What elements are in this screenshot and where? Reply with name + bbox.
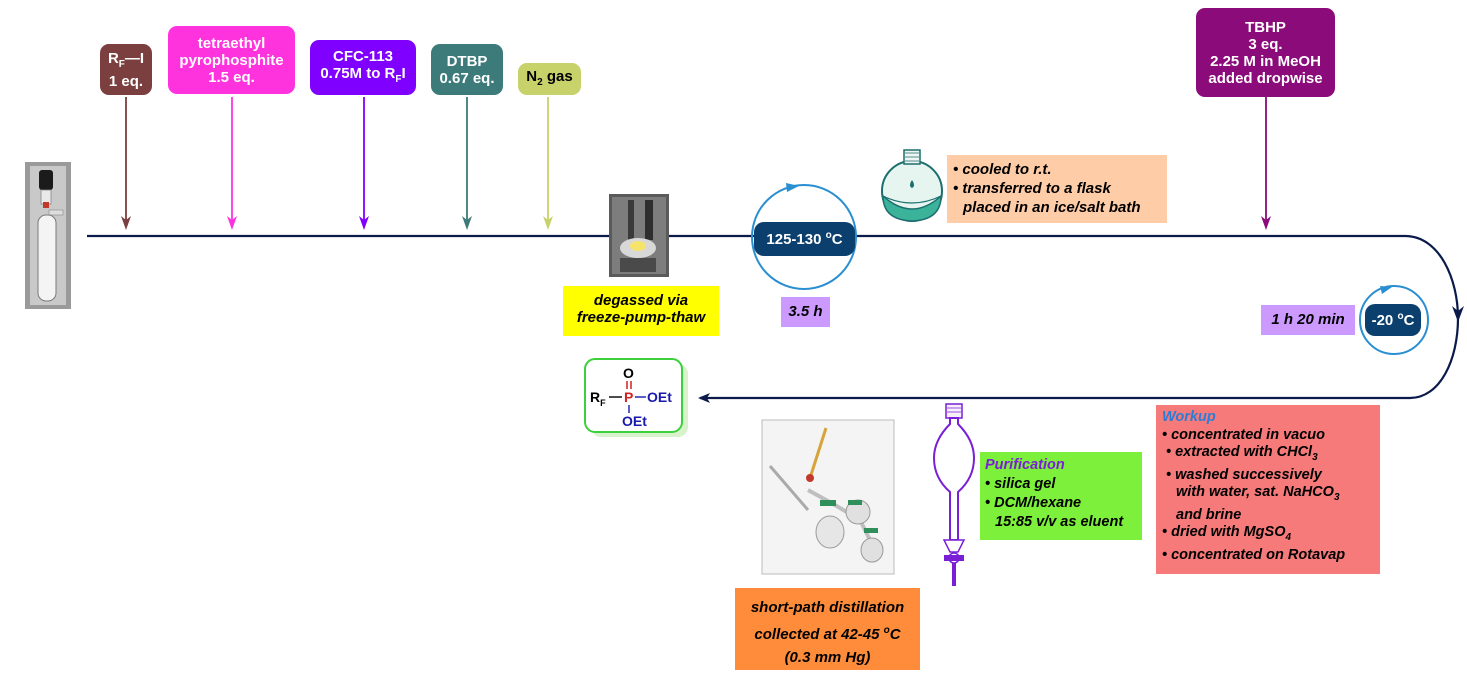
n2-line1: N2 gas: [526, 67, 573, 88]
degas-line1: degassed via: [593, 292, 689, 309]
tbhp-line3: 2.25 M in MeOH: [1210, 52, 1321, 70]
purification-title: Purification: [985, 457, 1065, 473]
heating-circle: [751, 184, 857, 290]
workup-item-4: with water, sat. NaHCO3: [1176, 484, 1340, 504]
cold-circle-arrowhead: [1380, 286, 1392, 294]
heating-temp-label: 125-130 oC: [766, 230, 843, 248]
heating-cycle: [751, 183, 857, 290]
purification-box: Purification • silica gel • DCM/hexane 1…: [980, 452, 1142, 540]
cfc-line2: 0.75M to RFI: [320, 64, 406, 85]
reagent-tbhp-box: TBHP 3 eq. 2.25 M in MeOH added dropwise: [1196, 8, 1335, 97]
reagent-dtbp-box: DTBP 0.67 eq.: [431, 44, 503, 95]
ice-bath-flask-icon: [881, 149, 943, 222]
heating-circle-arrowhead: [786, 183, 799, 192]
workup-item-1: • concentrated in vacuo: [1162, 426, 1326, 443]
cold-time-badge: 1 h 20 min: [1261, 305, 1355, 335]
rfi-line2: 1 eq.: [108, 72, 144, 90]
reagent-tepp-box: tetraethyl pyrophosphite 1.5 eq.: [168, 26, 295, 94]
cold-circle: [1359, 285, 1429, 355]
heating-temp-box: 125-130 oC: [754, 222, 855, 256]
cfc-line1: CFC-113: [332, 47, 394, 65]
degas-line2: freeze-pump-thaw: [576, 309, 706, 326]
reagent-n2-box: N2 gas: [518, 63, 581, 95]
cool-line3: placed in an ice/salt bath: [963, 199, 1141, 216]
reaction-tube-photo: [25, 162, 71, 309]
distillation-line1: short-path distillation: [750, 599, 905, 616]
distillation-apparatus-photo: [761, 419, 895, 575]
cool-line2: • transferred to a flask: [953, 180, 1111, 197]
dtbp-line2: 0.67 eq.: [439, 69, 495, 87]
tepp-line2: pyrophosphite: [179, 51, 284, 69]
tbhp-line4: added dropwise: [1208, 69, 1323, 87]
freeze-pump-thaw-photo: [609, 194, 669, 277]
chromatography-column-icon: [932, 403, 976, 586]
workup-item-6: • dried with MgSO4: [1162, 524, 1292, 544]
workup-item-7: • concentrated on Rotavap: [1162, 546, 1346, 563]
curve-arrowhead: [1452, 306, 1464, 322]
distillation-box: short-path distillation collected at 42-…: [735, 588, 920, 670]
tepp-line1: tetraethyl: [197, 34, 266, 52]
product-oet-right: OEt: [647, 389, 672, 405]
reagent-arrows: [121, 97, 1271, 230]
degas-note: degassed via freeze-pump-thaw: [563, 286, 719, 336]
cool-line1: • cooled to r.t.: [953, 161, 1052, 178]
reagent-cfc-box: CFC-113 0.75M to RFI: [310, 40, 416, 95]
workup-item-2: • extracted with CHCl3: [1166, 444, 1318, 464]
cold-cycle: [1359, 285, 1429, 355]
product-phosphorus: P: [624, 389, 633, 405]
purification-item-2: • DCM/hexane: [985, 495, 1082, 511]
reagent-rfi-box: RF—I 1 eq.: [100, 44, 152, 95]
purification-item-1: • silica gel: [985, 476, 1056, 492]
purification-item-3: 15:85 v/v as eluent: [995, 514, 1124, 530]
cold-temp-label: -20 oC: [1371, 311, 1415, 329]
workup-item-5: and brine: [1176, 506, 1242, 523]
heating-time-badge: 3.5 h: [781, 297, 830, 327]
heating-time: 3.5 h: [788, 303, 823, 320]
product-rf: RF: [590, 389, 606, 408]
tepp-line3: 1.5 eq.: [208, 68, 255, 86]
product-oet-bottom: OEt: [622, 413, 647, 429]
workup-item-3: • washed successively: [1166, 466, 1322, 483]
tbhp-line1: TBHP: [1245, 18, 1286, 36]
rfi-line1: RF—I: [107, 49, 145, 70]
distillation-line2: collected at 42-45 oC: [754, 625, 901, 643]
cool-note: • cooled to r.t. • transferred to a flas…: [947, 155, 1167, 223]
workup-title: Workup: [1162, 409, 1216, 425]
dtbp-line1: DTBP: [446, 52, 488, 70]
product-oxygen: O: [623, 365, 634, 381]
product-structure: O RF P OEt OEt: [584, 358, 688, 437]
tbhp-line2: 3 eq.: [1248, 35, 1283, 53]
distillation-line3: (0.3 mm Hg): [784, 649, 871, 666]
workup-box: Workup • concentrated in vacuo • extract…: [1156, 405, 1380, 574]
cold-time: 1 h 20 min: [1271, 311, 1345, 328]
cold-temp-box: -20 oC: [1365, 304, 1421, 336]
